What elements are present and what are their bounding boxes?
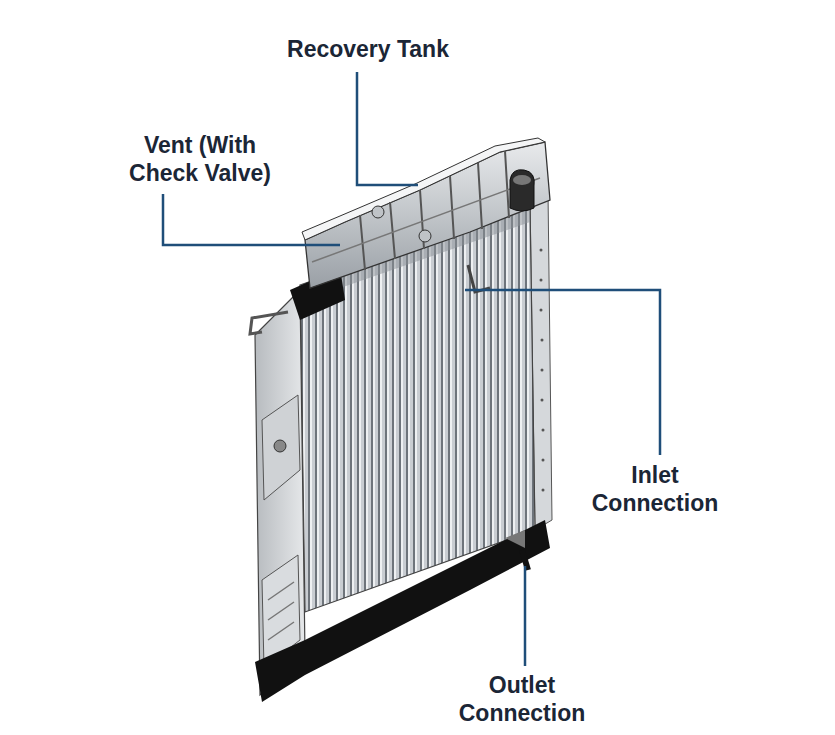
leader-line xyxy=(524,566,527,666)
mount-bracket xyxy=(250,312,288,334)
bottom-notch xyxy=(380,636,398,658)
label-holder: Inlet Connection xyxy=(575,462,735,517)
inlet-stub xyxy=(468,265,490,292)
tank-seam xyxy=(312,178,540,262)
outlet-flange xyxy=(505,530,525,548)
part-label: Vent (With Check Valve) xyxy=(115,132,285,187)
rail-rivets xyxy=(540,249,545,492)
side-member xyxy=(255,290,305,695)
mount-hole xyxy=(274,440,286,452)
tank-bolt xyxy=(372,206,384,218)
leader-line xyxy=(163,194,340,245)
side-ribs xyxy=(268,582,294,640)
tank-ribs xyxy=(360,151,509,270)
label-holder: Recovery Tank xyxy=(238,36,498,64)
leader-line xyxy=(465,290,660,455)
part-label: Outlet Connection xyxy=(437,672,607,727)
filler-cap xyxy=(510,170,534,211)
leader-line xyxy=(357,72,418,185)
part-label: Recovery Tank xyxy=(238,36,498,64)
filler-cap-top xyxy=(513,175,531,185)
label-holder: Outlet Connection xyxy=(437,672,607,727)
side-plate xyxy=(262,395,300,500)
part-label: Inlet Connection xyxy=(575,462,735,517)
label-holder: Vent (With Check Valve) xyxy=(115,132,285,187)
tank-bolt xyxy=(419,230,431,242)
